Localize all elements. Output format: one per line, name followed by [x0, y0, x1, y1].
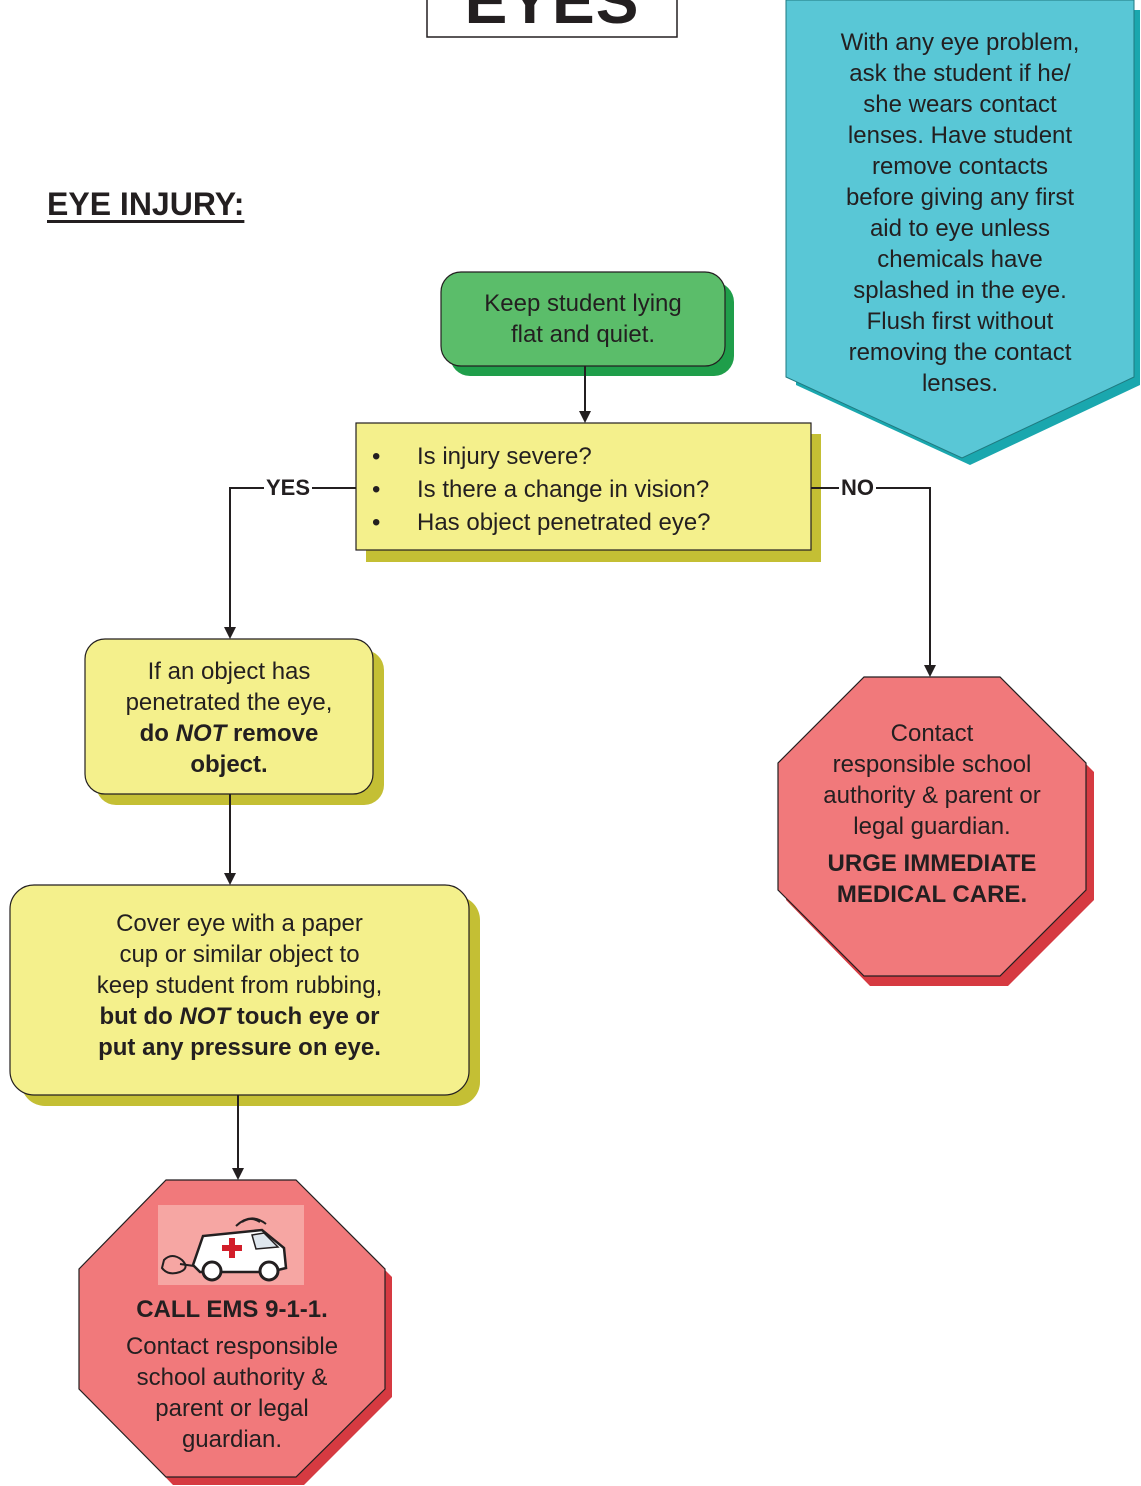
question-item: Is there a change in vision?	[372, 473, 792, 506]
object-warning-end: object.	[190, 751, 268, 778]
ems-line: guardian.	[181, 1426, 283, 1453]
note-line: chemicals have	[877, 246, 1043, 273]
cover-warning-not: NOT	[179, 1003, 231, 1030]
section-heading: EYE INJURY:	[47, 186, 245, 222]
cover-warning-line: but do NOT touch eye or	[10, 1001, 469, 1032]
object-text: If an object has penetrated the eye, do …	[85, 656, 373, 780]
note-text: With any eye problem, ask the student if…	[790, 27, 1130, 399]
cover-line: keep student from rubbing,	[96, 972, 383, 999]
start-line: flat and quiet.	[510, 321, 656, 348]
note-shape	[785, 0, 1135, 459]
note-line: remove contacts	[871, 153, 1049, 180]
note-line: With any eye problem,	[840, 29, 1080, 56]
note-line: before giving any first	[845, 184, 1075, 211]
note-line: ask the student if he/	[849, 60, 1071, 87]
cover-box	[9, 884, 470, 1096]
note-line: lenses.	[921, 370, 999, 397]
ambulance-icon	[158, 1205, 304, 1285]
no-label: NO	[839, 475, 876, 500]
cover-text: Cover eye with a paper cup or similar ob…	[10, 908, 469, 1063]
ems-stop-text: CALL EMS 9-1-1. Contact responsible scho…	[79, 1294, 385, 1455]
no-stop-line: legal guardian.	[853, 813, 1011, 840]
start-text: Keep student lying flat and quiet.	[441, 288, 725, 350]
start-line: Keep student lying	[484, 290, 682, 317]
question-item: Has object penetrated eye?	[372, 506, 792, 539]
ems-stop-sign	[78, 1179, 386, 1478]
no-stop-text: Contact responsible school authority & p…	[778, 718, 1086, 910]
no-stop-line: responsible school	[832, 751, 1032, 778]
no-stop-line: Contact	[890, 720, 974, 747]
urge-line: URGE IMMEDIATE	[827, 850, 1037, 877]
arrow-yes-branch	[224, 487, 356, 639]
title-box	[426, 0, 678, 38]
object-warning-not: NOT	[175, 720, 227, 747]
note-line: splashed in the eye.	[853, 277, 1067, 304]
urge-line: MEDICAL CARE.	[836, 881, 1028, 908]
ems-line: parent or legal	[155, 1395, 309, 1422]
object-line: penetrated the eye,	[125, 689, 333, 716]
question-list: Is injury severe? Is there a change in v…	[372, 440, 792, 539]
object-warning-line: do NOT remove	[85, 718, 373, 749]
ems-line: school authority &	[136, 1364, 328, 1391]
object-warning-post: remove	[226, 720, 319, 747]
note-line: she wears contact	[863, 91, 1057, 118]
cover-warning-end: put any pressure on eye.	[98, 1034, 381, 1061]
no-stop-sign	[777, 676, 1087, 977]
note-line: Flush first without	[866, 308, 1054, 335]
cover-warning-post: touch eye or	[230, 1003, 380, 1030]
start-box	[440, 271, 726, 367]
note-line: removing the contact	[848, 339, 1072, 366]
object-line: If an object has	[147, 658, 311, 685]
note-line: aid to eye unless	[869, 215, 1051, 242]
ems-line: Contact responsible	[125, 1333, 339, 1360]
cover-warning-pre: but do	[99, 1003, 180, 1030]
arrow-no-branch	[811, 487, 936, 677]
cover-line: Cover eye with a paper	[116, 910, 363, 937]
note-line: lenses. Have student	[847, 122, 1073, 149]
object-warning-pre: do	[139, 720, 176, 747]
no-stop-line: authority & parent or	[823, 782, 1041, 809]
page-title: EYES	[464, 0, 640, 37]
question-item: Is injury severe?	[372, 440, 792, 473]
cover-line: cup or similar object to	[119, 941, 360, 968]
yes-label: YES	[264, 475, 313, 500]
call-ems: CALL EMS 9-1-1.	[136, 1296, 328, 1323]
